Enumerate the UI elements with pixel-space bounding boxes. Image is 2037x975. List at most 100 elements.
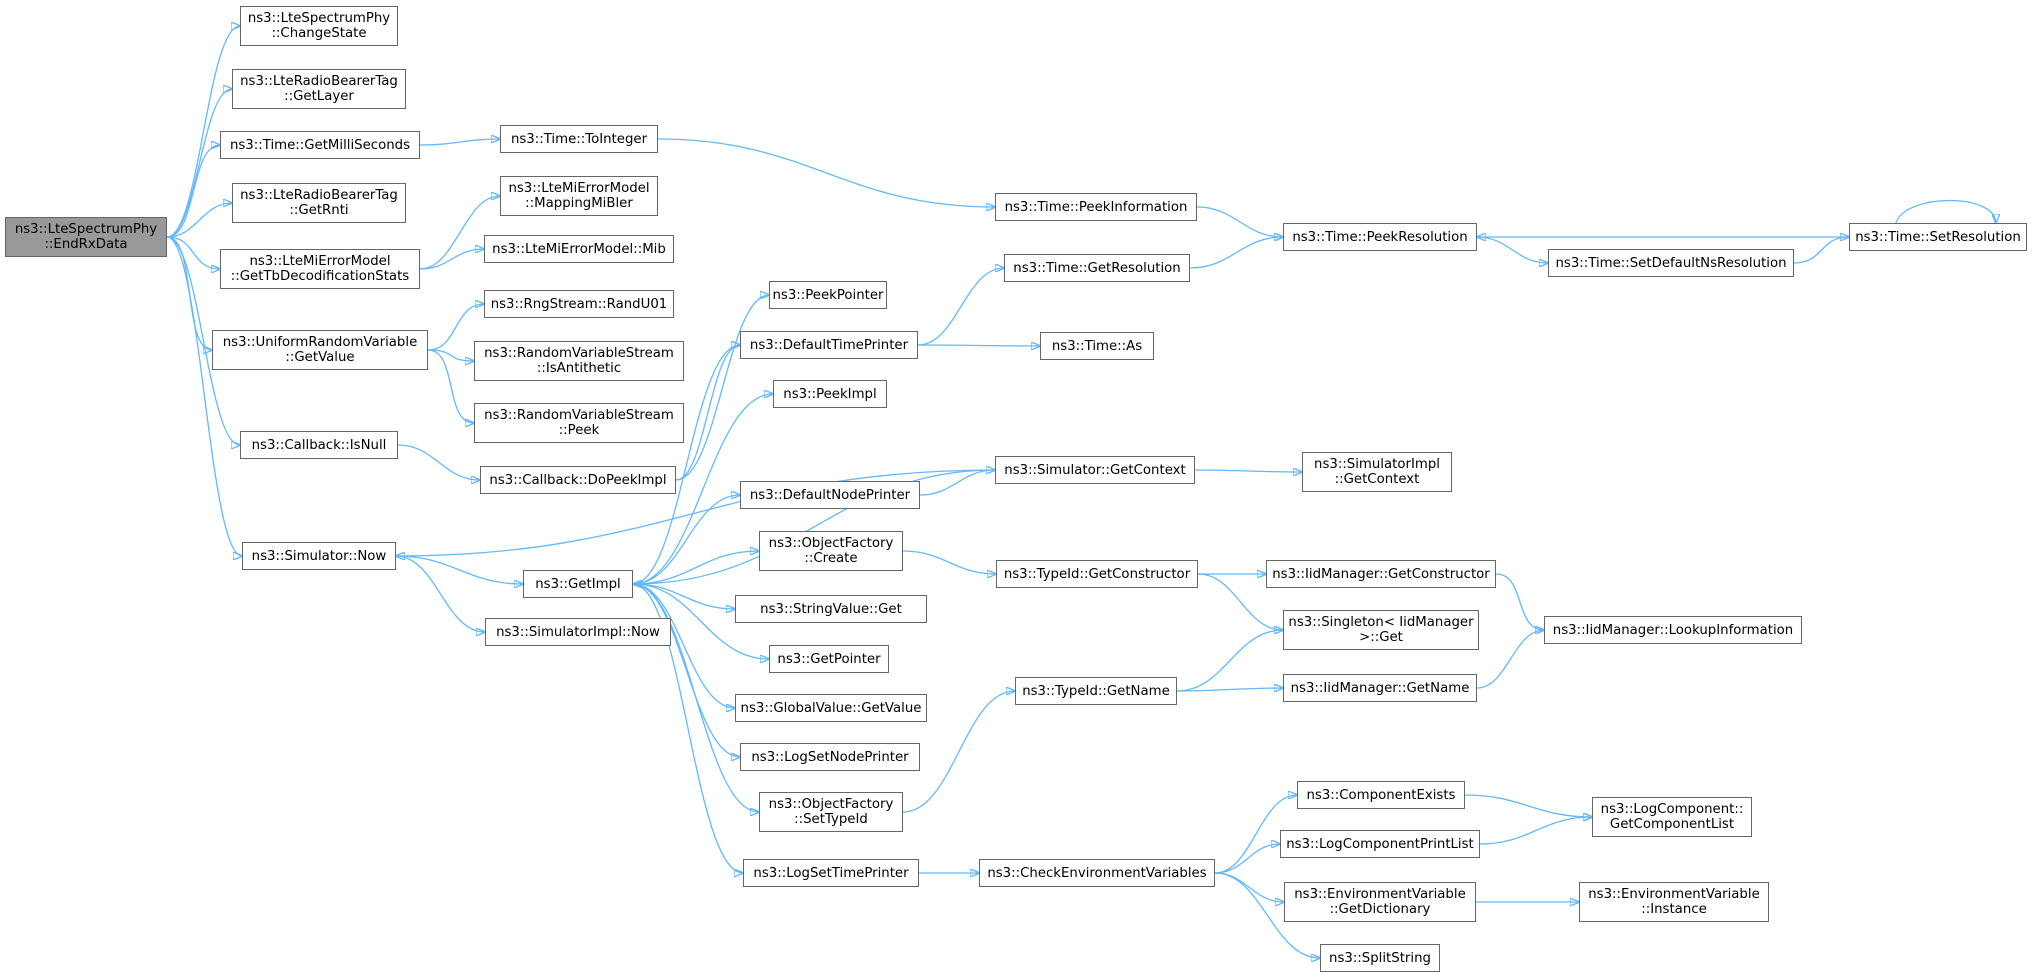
node-logtime[interactable]: ns3::LogSetTimePrinter xyxy=(743,859,919,887)
edge-iidctor-to-lookup xyxy=(1495,573,1544,630)
node-setres[interactable]: ns3::Time::SetResolution xyxy=(1849,223,2027,251)
edge-endrx-to-getrnti xyxy=(166,203,232,238)
node-setdefres[interactable]: ns3::Time::SetDefaultNsResolution xyxy=(1548,249,1794,277)
node-label: ns3::Simulator::GetContext xyxy=(1004,462,1186,478)
node-uniform[interactable]: ns3::UniformRandomVariable::GetValue xyxy=(212,330,428,370)
node-label: ns3::SimulatorImpl::Now xyxy=(496,624,660,640)
node-isanti[interactable]: ns3::RandomVariableStream::IsAntithetic xyxy=(474,341,684,381)
node-label: ns3::RandomVariableStream xyxy=(484,346,674,361)
node-envinst[interactable]: ns3::EnvironmentVariable::Instance xyxy=(1579,882,1769,922)
node-peekimpl[interactable]: ns3::PeekImpl xyxy=(773,380,887,408)
node-singleton[interactable]: ns3::Singleton< IidManager>::Get xyxy=(1283,610,1479,650)
edge-iidname-to-lookup xyxy=(1476,630,1544,689)
node-label: ::GetValue xyxy=(285,350,355,365)
node-splitstr[interactable]: ns3::SplitString xyxy=(1320,944,1440,972)
node-label: >::Get xyxy=(1359,630,1403,645)
node-label: ::Instance xyxy=(1641,902,1707,917)
node-label: ::GetContext xyxy=(1334,472,1420,487)
edge-endrx-to-gettb xyxy=(166,236,220,269)
node-getcomplist[interactable]: ns3::LogComponent::GetComponentList xyxy=(1592,797,1752,837)
node-compprint[interactable]: ns3::LogComponentPrintList xyxy=(1280,830,1480,858)
node-changestate[interactable]: ns3::LteSpectrumPhy::ChangeState xyxy=(240,6,398,46)
node-label: ns3::LteSpectrumPhy xyxy=(247,11,391,26)
node-strget[interactable]: ns3::StringValue::Get xyxy=(735,595,927,623)
node-label: ns3::PeekImpl xyxy=(783,386,877,402)
node-label: ns3::TypeId::GetName xyxy=(1022,683,1170,699)
node-label: ::ChangeState xyxy=(271,26,367,41)
edge-checkenv-to-compexists xyxy=(1214,795,1297,874)
node-lognode[interactable]: ns3::LogSetNodePrinter xyxy=(740,743,920,771)
node-peekinfo[interactable]: ns3::Time::PeekInformation xyxy=(995,193,1197,221)
edge-endrx-to-getlayer xyxy=(166,89,232,238)
node-getpointer[interactable]: ns3::GetPointer xyxy=(769,645,889,673)
node-envdict[interactable]: ns3::EnvironmentVariable::GetDictionary xyxy=(1284,882,1476,922)
node-label: ns3::GetImpl xyxy=(535,576,621,592)
node-label: ::GetDictionary xyxy=(1329,902,1431,917)
node-timeas[interactable]: ns3::Time::As xyxy=(1040,332,1154,360)
node-ofcreate[interactable]: ns3::ObjectFactory::Create xyxy=(759,531,903,571)
node-getctor[interactable]: ns3::TypeId::GetConstructor xyxy=(996,560,1198,588)
node-label: ns3::LteRadioBearerTag xyxy=(240,74,398,89)
node-gettb[interactable]: ns3::LteMiErrorModel::GetTbDecodificatio… xyxy=(220,249,420,289)
node-label: ns3::ComponentExists xyxy=(1306,787,1456,803)
node-simctx[interactable]: ns3::Simulator::GetContext xyxy=(995,456,1195,484)
node-simimplnow[interactable]: ns3::SimulatorImpl::Now xyxy=(485,618,671,646)
edge-setres-to-setres xyxy=(1895,199,1996,224)
node-getname[interactable]: ns3::TypeId::GetName xyxy=(1015,677,1177,705)
node-mib[interactable]: ns3::LteMiErrorModel::Mib xyxy=(484,235,674,263)
node-endrx: ns3::LteSpectrumPhy::EndRxData xyxy=(5,217,167,257)
node-label: ns3::PeekPointer xyxy=(772,287,884,303)
edge-uniform-to-randu01 xyxy=(427,304,484,351)
edge-isnull-to-dopeek xyxy=(397,444,480,480)
edge-uniform-to-isanti xyxy=(427,349,474,361)
edge-gettb-to-mapping xyxy=(419,196,500,270)
node-simimplctx[interactable]: ns3::SimulatorImpl::GetContext xyxy=(1302,452,1452,492)
node-dopeek[interactable]: ns3::Callback::DoPeekImpl xyxy=(480,466,676,494)
node-peekpointer[interactable]: ns3::PeekPointer xyxy=(769,281,887,309)
node-simnow[interactable]: ns3::Simulator::Now xyxy=(242,542,396,570)
node-label: ::GetTbDecodificationStats xyxy=(230,269,410,284)
node-getres[interactable]: ns3::Time::GetResolution xyxy=(1004,254,1190,282)
node-iidname[interactable]: ns3::IidManager::GetName xyxy=(1283,674,1477,702)
node-label: ns3::EnvironmentVariable xyxy=(1294,887,1466,902)
edge-getimpl-to-logtime xyxy=(632,583,743,873)
node-label: ::Create xyxy=(804,551,858,566)
node-tointeger[interactable]: ns3::Time::ToInteger xyxy=(500,125,658,153)
node-defnode[interactable]: ns3::DefaultNodePrinter xyxy=(740,481,920,509)
node-label: ns3::Time::SetResolution xyxy=(1855,229,2021,245)
node-label: ns3::IidManager::GetName xyxy=(1290,680,1470,696)
node-getrnti[interactable]: ns3::LteRadioBearerTag::GetRnti xyxy=(232,183,406,223)
node-mapping[interactable]: ns3::LteMiErrorModel::MappingMiBler xyxy=(500,176,658,216)
node-peek[interactable]: ns3::RandomVariableStream::Peek xyxy=(474,403,684,443)
node-label: ns3::LteSpectrumPhy xyxy=(14,222,158,237)
node-lookup[interactable]: ns3::IidManager::LookupInformation xyxy=(1544,616,1802,644)
node-randu01[interactable]: ns3::RngStream::RandU01 xyxy=(484,290,674,318)
edge-checkenv-to-splitstr xyxy=(1214,872,1320,958)
node-getlayer[interactable]: ns3::LteRadioBearerTag::GetLayer xyxy=(232,69,406,109)
node-checkenv[interactable]: ns3::CheckEnvironmentVariables xyxy=(979,859,1215,887)
node-isnull[interactable]: ns3::Callback::IsNull xyxy=(240,431,398,459)
node-compexists[interactable]: ns3::ComponentExists xyxy=(1297,781,1465,809)
node-label: ns3::Time::As xyxy=(1051,338,1143,354)
node-getmilli[interactable]: ns3::Time::GetMilliSeconds xyxy=(220,131,420,159)
node-peekres[interactable]: ns3::Time::PeekResolution xyxy=(1283,223,1477,251)
edge-dopeek-to-peekpointer xyxy=(675,295,769,481)
node-deftime[interactable]: ns3::DefaultTimePrinter xyxy=(740,331,918,359)
node-getimpl[interactable]: ns3::GetImpl xyxy=(523,570,633,598)
node-label: ns3::SimulatorImpl xyxy=(1314,457,1440,472)
node-iidctor[interactable]: ns3::IidManager::GetConstructor xyxy=(1266,560,1496,588)
edge-getimpl-to-lognode xyxy=(632,583,740,757)
edge-uniform-to-peek xyxy=(427,349,474,423)
node-label: ns3::UniformRandomVariable xyxy=(222,335,418,350)
edge-simnow-to-getimpl xyxy=(395,555,523,584)
edge-getimpl-to-defnode xyxy=(632,495,740,585)
node-gvget[interactable]: ns3::GlobalValue::GetValue xyxy=(735,694,927,722)
node-label: ns3::Callback::IsNull xyxy=(251,437,387,453)
edge-endrx-to-simnow xyxy=(166,236,242,556)
node-label: ns3::Simulator::Now xyxy=(251,548,387,564)
node-label: ns3::EnvironmentVariable xyxy=(1588,887,1760,902)
node-label: ns3::ObjectFactory xyxy=(768,797,894,812)
node-ofsettype[interactable]: ns3::ObjectFactory::SetTypeId xyxy=(759,792,903,832)
edge-getimpl-to-getpointer xyxy=(632,583,769,659)
